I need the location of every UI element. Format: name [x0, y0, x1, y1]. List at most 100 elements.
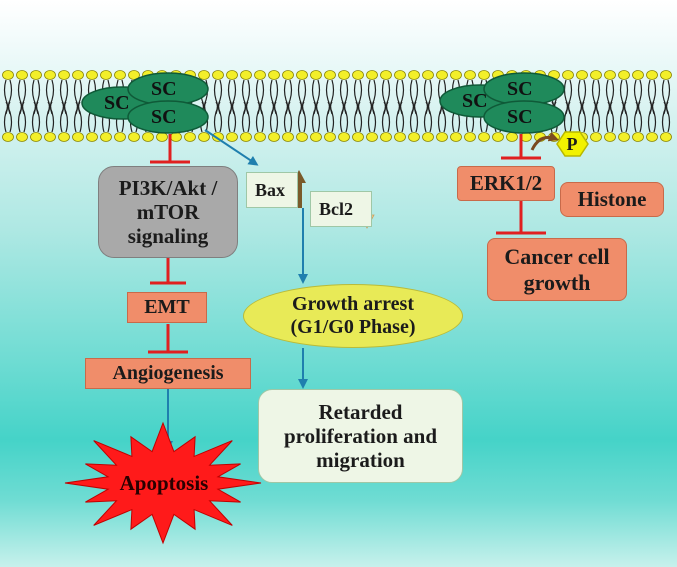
lipid-head — [380, 70, 392, 80]
apoptosis-label: Apoptosis — [119, 470, 209, 495]
inhibition-sc-to-pi3k — [150, 134, 190, 164]
lipid-head — [156, 132, 168, 142]
retarded-proliferation-box: Retarded proliferation and migration — [258, 389, 463, 483]
lipid-tail — [213, 101, 219, 133]
lipid-tail — [35, 101, 41, 133]
growth-arrest-line2: (G1/G0 Phase) — [290, 316, 416, 338]
lipid-head — [114, 132, 126, 142]
lipid-tail — [357, 101, 363, 133]
lipid-head — [338, 132, 350, 142]
lipid-head — [478, 132, 490, 142]
lipid-tail — [45, 101, 51, 133]
lipid-tail — [595, 101, 601, 133]
lipid-tail — [49, 101, 55, 133]
emt-box: EMT — [127, 292, 207, 323]
lipid-tail — [437, 101, 443, 133]
lipid-tail — [413, 101, 419, 133]
lipid-tail — [609, 101, 615, 133]
lipid-tail — [339, 101, 345, 133]
lipid-tail — [637, 101, 643, 133]
lipid-head — [86, 132, 98, 142]
lipid-head — [324, 132, 336, 142]
lipid-head — [576, 70, 588, 80]
lipid-head — [604, 132, 616, 142]
lipid-head — [338, 70, 350, 80]
lipid-head — [30, 70, 42, 80]
lipid-tail — [3, 101, 9, 133]
lipid-head — [646, 70, 658, 80]
lipid-tail — [353, 101, 359, 133]
lipid-head — [254, 132, 266, 142]
lipid-tail — [633, 101, 639, 133]
growth-arrest-line1: Growth arrest — [291, 293, 414, 315]
lipid-head — [58, 70, 70, 80]
lipid-tail — [409, 101, 415, 133]
sc-ellipse — [483, 100, 565, 134]
lipid-tail — [395, 101, 401, 133]
lipid-tail — [399, 101, 405, 133]
lipid-head — [128, 132, 140, 142]
lipid-tail — [563, 101, 569, 133]
sc-ellipse — [127, 100, 209, 134]
lipid-tail — [7, 101, 13, 133]
lipid-head — [254, 70, 266, 80]
lipid-head — [44, 70, 56, 80]
lipid-head — [2, 132, 14, 142]
lipid-head — [16, 132, 28, 142]
lipid-head — [170, 132, 182, 142]
lipid-head — [86, 70, 98, 80]
lipid-head — [212, 70, 224, 80]
sc-label: SC — [507, 78, 533, 100]
lipid-tail — [245, 101, 251, 133]
lipid-head — [72, 132, 84, 142]
lipid-head — [380, 132, 392, 142]
angiogenesis-box: Angiogenesis — [85, 358, 251, 389]
lipid-head — [310, 132, 322, 142]
lipid-tail — [647, 101, 653, 133]
lipid-head — [450, 132, 462, 142]
lipid-tail — [259, 101, 265, 133]
lipid-tail — [59, 101, 65, 133]
lipid-head — [394, 70, 406, 80]
lipid-head — [128, 70, 140, 80]
lipid-head — [352, 70, 364, 80]
bax-box: Bax — [246, 172, 298, 208]
lipid-head — [422, 132, 434, 142]
lipid-head — [436, 70, 448, 80]
lipid-head — [366, 132, 378, 142]
histone-box: Histone — [560, 182, 664, 217]
lipid-head — [114, 70, 126, 80]
lipid-head — [450, 70, 462, 80]
lipid-head — [632, 132, 644, 142]
inhibition-erk-to-cancer — [496, 200, 546, 235]
lipid-head — [240, 132, 252, 142]
lipid-tail — [591, 101, 597, 133]
lipid-head — [44, 132, 56, 142]
lipid-tail — [21, 101, 27, 133]
lipid-head — [226, 70, 238, 80]
sc-label: SC — [104, 92, 130, 114]
lipid-head — [296, 70, 308, 80]
lipid-head — [268, 132, 280, 142]
lipid-head — [100, 132, 112, 142]
lipid-head — [492, 132, 504, 142]
sc-label: SC — [151, 78, 177, 100]
lipid-tail — [311, 101, 317, 133]
lipid-head — [590, 132, 602, 142]
lipid-tail — [371, 101, 377, 133]
lipid-head — [100, 70, 112, 80]
lipid-head — [422, 70, 434, 80]
lipid-tail — [343, 101, 349, 133]
cancer-cell-growth-box: Cancer cell growth — [487, 238, 627, 301]
lipid-tail — [231, 101, 237, 133]
lipid-tail — [367, 101, 373, 133]
lipid-head — [324, 70, 336, 80]
sc-label: SC — [507, 106, 533, 128]
lipid-head — [2, 70, 14, 80]
lipid-tail — [31, 101, 37, 133]
lipid-head — [408, 132, 420, 142]
lipid-tail — [297, 101, 303, 133]
phosphate-label: P — [566, 133, 578, 154]
lipid-tail — [325, 101, 331, 133]
